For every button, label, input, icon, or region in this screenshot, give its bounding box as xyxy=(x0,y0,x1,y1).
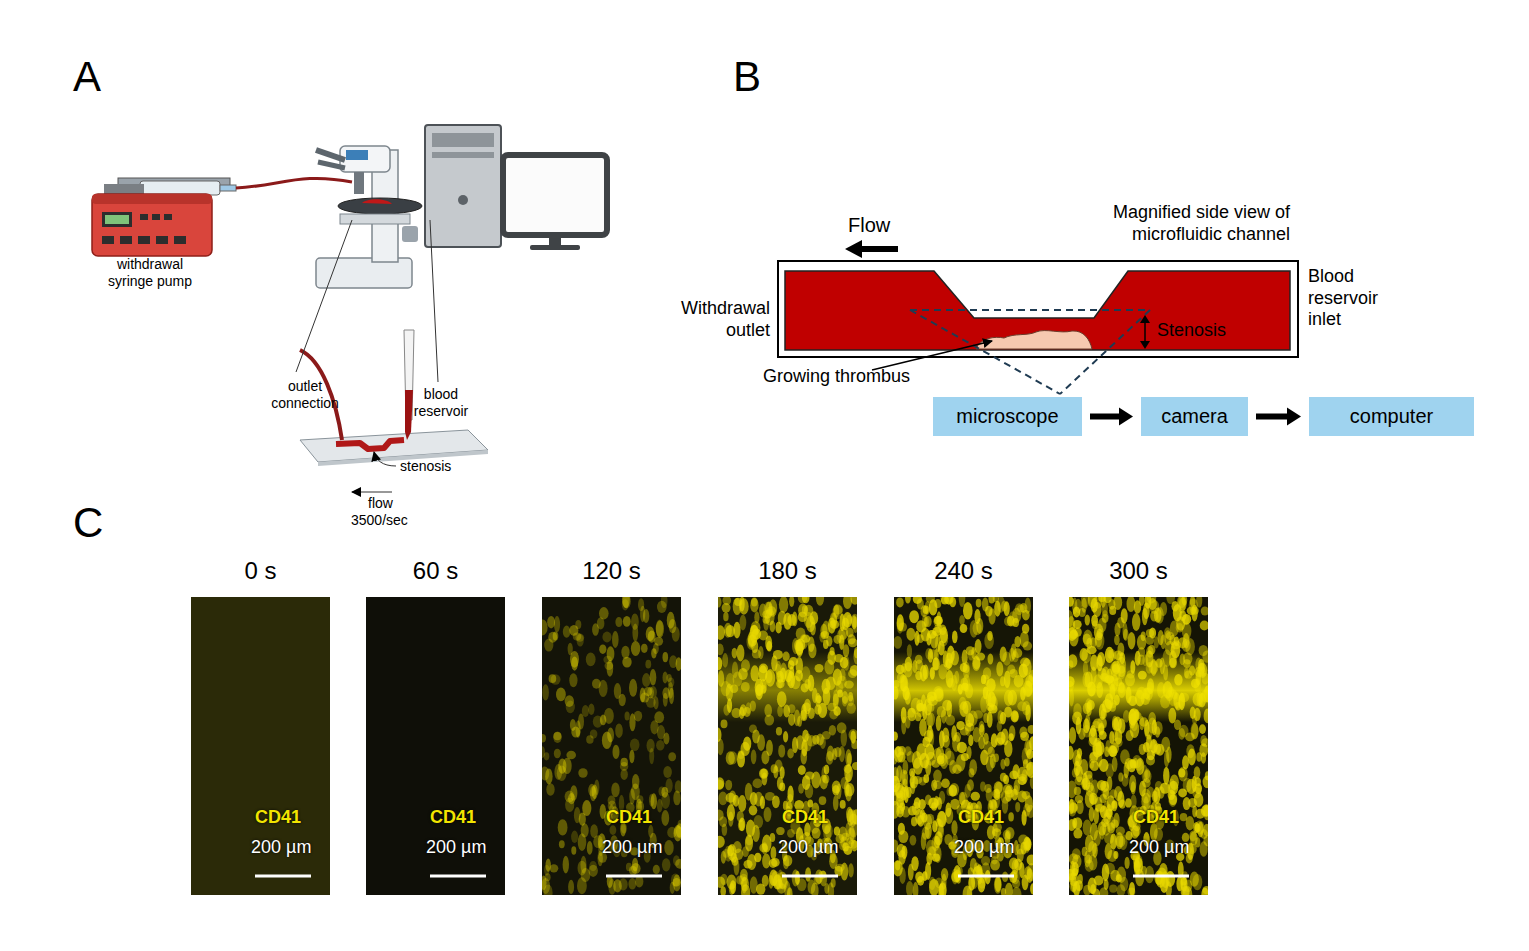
marker-label: CD41 xyxy=(430,807,476,829)
time-label: 120 s xyxy=(542,557,681,586)
platelet-speckles xyxy=(718,597,857,895)
view-caption: Magnified side view of microfluidic chan… xyxy=(1068,202,1290,245)
scale-label: 200 µm xyxy=(602,837,662,859)
part-label: stenosis xyxy=(400,458,451,475)
scale-bar xyxy=(782,875,838,878)
stenosis-arrow xyxy=(1140,315,1150,323)
panel-letter: A xyxy=(73,52,101,102)
micrograph-panel: 180 sCD41200 µm xyxy=(718,597,857,895)
micrograph-ground xyxy=(1069,597,1208,895)
marker-label: CD41 xyxy=(958,807,1004,829)
thrombus-band xyxy=(1069,652,1208,722)
flow-label: Flow xyxy=(848,213,890,237)
scale-bar xyxy=(606,875,662,878)
scale-bar xyxy=(958,875,1014,878)
dimension-label: Stenosis xyxy=(1157,320,1226,342)
process-box: camera xyxy=(1141,397,1248,436)
time-label: 60 s xyxy=(366,557,505,586)
scale-label: 200 µm xyxy=(1129,837,1189,859)
micrograph-panel: 120 sCD41200 µm xyxy=(542,597,681,895)
thrombus-band xyxy=(894,652,1033,722)
channel-outline xyxy=(778,261,1298,357)
micrograph-panel: 300 sCD41200 µm xyxy=(1069,597,1208,895)
microscope xyxy=(316,146,422,288)
view-line xyxy=(910,310,1060,394)
micrograph-ground xyxy=(191,597,330,895)
panel-letter: B xyxy=(733,52,761,102)
scale-bar xyxy=(1133,875,1189,878)
micrograph-panel: 0 sCD41200 µm xyxy=(191,597,330,895)
marker-label: CD41 xyxy=(1133,807,1179,829)
thrombus-pointer xyxy=(872,341,992,370)
part-label: Growing thrombus xyxy=(763,366,910,388)
scale-bar xyxy=(255,875,311,878)
scale-bar xyxy=(430,875,486,878)
flow-arrow xyxy=(1090,408,1133,426)
platelet-speckles xyxy=(542,597,681,895)
flow-rate: 3500/sec xyxy=(351,512,408,529)
view-line xyxy=(910,309,1150,311)
flow-label: flow xyxy=(368,495,393,512)
view-line xyxy=(1060,310,1150,394)
blood-channel xyxy=(785,271,1290,350)
scale-label: 200 µm xyxy=(954,837,1014,859)
micrograph-ground xyxy=(542,597,681,895)
syringe-pump xyxy=(92,178,236,256)
part-label: blood reservoir xyxy=(405,386,477,420)
micrograph-panel: 60 sCD41200 µm xyxy=(366,597,505,895)
leader-line xyxy=(296,220,352,372)
time-label: 240 s xyxy=(894,557,1033,586)
time-label: 0 s xyxy=(191,557,330,586)
process-box: microscope xyxy=(933,397,1082,436)
scale-label: 200 µm xyxy=(778,837,838,859)
micrograph-ground xyxy=(366,597,505,895)
flow-arrow xyxy=(860,246,898,252)
marker-label: CD41 xyxy=(606,807,652,829)
box-text: microscope xyxy=(956,405,1058,428)
inlet-label: Blood reservoir inlet xyxy=(1308,266,1400,331)
time-label: 300 s xyxy=(1069,557,1208,586)
leader-line xyxy=(430,220,438,382)
flow-arrow xyxy=(352,491,392,492)
thrombus-band xyxy=(718,652,857,722)
process-box: computer xyxy=(1309,397,1474,436)
micrograph-panel: 240 sCD41200 µm xyxy=(894,597,1033,895)
box-text: computer xyxy=(1350,405,1433,428)
marker-label: CD41 xyxy=(782,807,828,829)
tubing xyxy=(236,178,352,188)
thrombus xyxy=(976,331,1092,349)
platelet-speckles xyxy=(1069,597,1208,895)
box-text: camera xyxy=(1161,405,1228,428)
outlet-label: Withdrawal outlet xyxy=(660,298,770,341)
micrograph-ground xyxy=(718,597,857,895)
micrograph-ground xyxy=(894,597,1033,895)
stenosis-arrow xyxy=(1140,341,1150,349)
marker-label: CD41 xyxy=(255,807,301,829)
panel-letter: C xyxy=(73,498,103,548)
scale-label: 200 µm xyxy=(251,837,311,859)
part-label: withdrawal syringe pump xyxy=(100,256,200,290)
flow-arrow xyxy=(1256,408,1301,426)
scale-label: 200 µm xyxy=(426,837,486,859)
platelet-speckles xyxy=(894,597,1033,895)
time-label: 180 s xyxy=(718,557,857,586)
stenosis-pointer xyxy=(374,452,396,466)
computer-icon xyxy=(425,125,607,250)
part-label: outlet connection xyxy=(265,378,345,412)
flow-arrow xyxy=(845,240,862,258)
stenosis-arrow xyxy=(1144,322,1146,342)
